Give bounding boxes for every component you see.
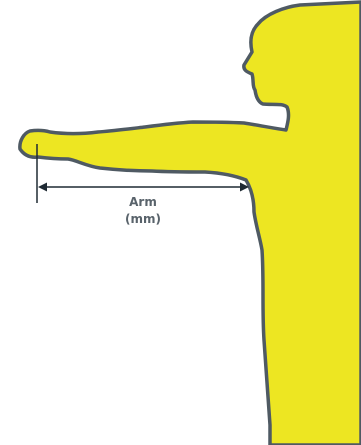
human-silhouette — [20, 2, 361, 445]
left-arrowhead — [38, 183, 47, 192]
measurement-label-line2: (mm) — [125, 212, 161, 226]
measurement-label-line1: Arm — [129, 195, 157, 209]
